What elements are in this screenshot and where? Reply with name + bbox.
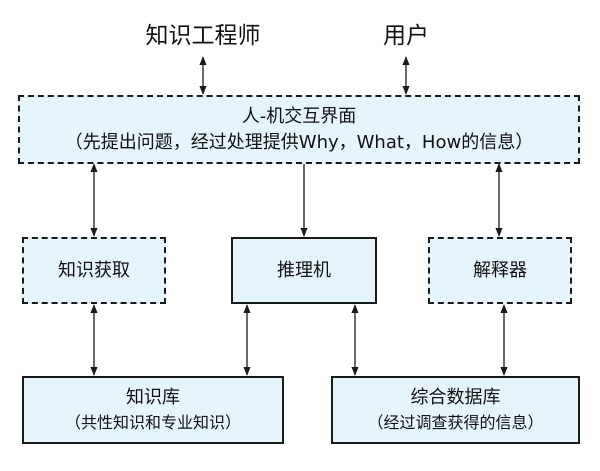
interface-title: 人-机交互界面 — [241, 105, 357, 127]
acquisition-label: 知识获取 — [58, 259, 130, 281]
inference-label: 推理机 — [277, 259, 331, 281]
knowledge-base-subtitle: （共性知识和专业知识） — [64, 413, 241, 432]
interface-box: 人-机交互界面 （先提出问题，经过处理提供Why，What，How的信息） — [18, 95, 580, 164]
knowledge-base-title: 知识库 — [126, 387, 180, 408]
acquisition-box: 知识获取 — [22, 237, 166, 304]
engineer-label: 知识工程师 — [145, 23, 261, 49]
database-box: 综合数据库 （经过调查获得的信息） — [331, 376, 580, 444]
explainer-box: 解释器 — [428, 237, 572, 304]
knowledge-base-box: 知识库 （共性知识和专业知识） — [22, 376, 284, 444]
user-label: 用户 — [383, 23, 429, 49]
interface-subtitle: （先提出问题，经过处理提供Why，What，How的信息） — [64, 131, 534, 153]
database-subtitle: （经过调查获得的信息） — [367, 413, 544, 432]
explainer-label: 解释器 — [473, 259, 527, 281]
inference-box: 推理机 — [231, 237, 377, 304]
database-title: 综合数据库 — [410, 387, 501, 408]
